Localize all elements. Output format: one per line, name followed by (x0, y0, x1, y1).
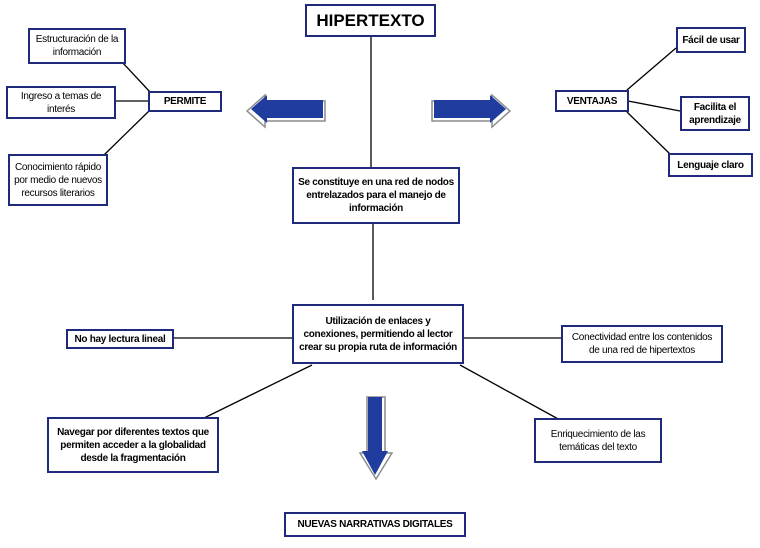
permite-item-conocimiento: Conocimiento rápido por medio de nuevos … (8, 154, 108, 206)
ventajas-item-facilita: Facilita el aprendizaje (680, 96, 750, 131)
ventajas-item-label: Lenguaje claro (677, 159, 744, 171)
ventajas-box: VENTAJAS (555, 90, 629, 112)
connectivity-text: Conectividad entre los contenidos de una… (571, 332, 713, 356)
connectivity-box: Conectividad entre los contenidos de una… (561, 325, 723, 363)
line-ventajas-lenguaje (626, 111, 672, 156)
page-title: HIPERTEXTO (316, 11, 425, 30)
permite-label: PERMITE (163, 96, 207, 107)
ventajas-item-label: Fácil de usar (682, 34, 740, 46)
right-arrow-icon (431, 93, 512, 129)
permite-box: PERMITE (148, 91, 222, 112)
result-box: NUEVAS NARRATIVAS DIGITALES (284, 512, 466, 537)
permite-item-estructuracion: Estructuración de la información (28, 28, 126, 64)
navigate-box: Navegar por diferentes textos que permit… (47, 417, 219, 473)
line-usage-enriquecimiento (459, 364, 561, 421)
line-permite-conocimiento (103, 109, 151, 156)
navigate-text: Navegar por diferentes textos que permit… (57, 426, 209, 464)
ventajas-item-lenguaje: Lenguaje claro (668, 153, 753, 177)
line-permite-estructuracion (121, 61, 151, 93)
definition-box: Se constituye en una red de nodos entrel… (292, 167, 460, 224)
permite-item-ingreso: Ingreso a temas de interés (6, 86, 116, 119)
line-usage-navegar (199, 364, 313, 421)
permite-item-label: Conocimiento rápido por medio de nuevos … (14, 161, 102, 199)
result-text: NUEVAS NARRATIVAS DIGITALES (297, 519, 453, 530)
ventajas-item-facil: Fácil de usar (676, 27, 746, 53)
line-ventajas-facilita (627, 100, 681, 112)
ventajas-item-label: Facilita el aprendizaje (689, 101, 741, 126)
ventajas-label: VENTAJAS (566, 95, 618, 107)
left-arrow-icon (245, 93, 326, 129)
usage-text: Utilización de enlaces y conexiones, per… (299, 315, 457, 353)
no-linear-box: No hay lectura lineal (66, 329, 174, 349)
title-box: HIPERTEXTO (305, 4, 436, 37)
enrichment-text: Enriquecimiento de las temáticas del tex… (550, 428, 646, 453)
permite-item-label: Ingreso a temas de interés (20, 90, 102, 115)
definition-text: Se constituye en una red de nodos entrel… (298, 177, 454, 214)
down-arrow-icon (358, 396, 394, 481)
enrichment-box: Enriquecimiento de las temáticas del tex… (534, 418, 662, 463)
no-linear-text: No hay lectura lineal (74, 333, 166, 345)
usage-box: Utilización de enlaces y conexiones, per… (292, 304, 464, 364)
permite-item-label: Estructuración de la información (35, 34, 119, 58)
line-ventajas-facil (626, 47, 677, 91)
